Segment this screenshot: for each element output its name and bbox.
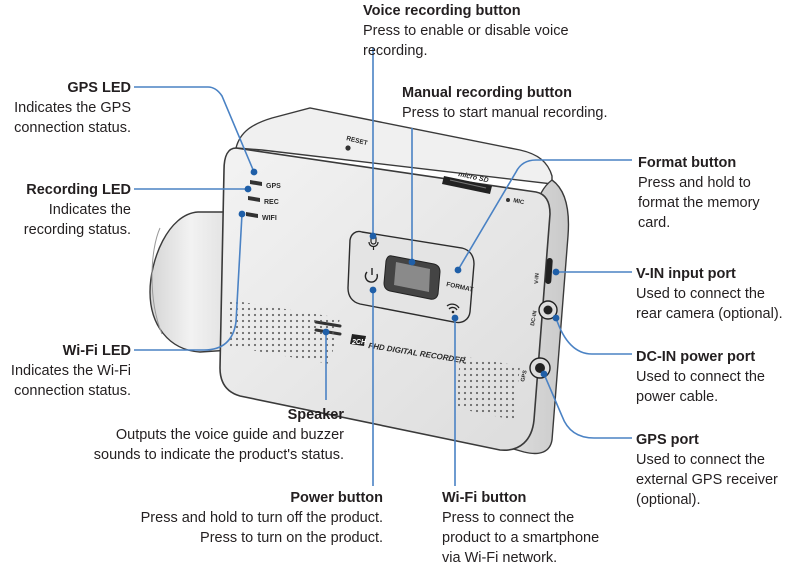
callout-title: Voice recording button (363, 3, 521, 19)
brand-badge-text: 2CH (351, 339, 367, 346)
gps-port-text: GPS (520, 369, 529, 382)
callout-dcin-port: DC-IN power port Used to connect the pow… (636, 347, 792, 407)
sd-card-slot[interactable] (442, 176, 492, 194)
reset-hole[interactable] (345, 145, 351, 151)
led-label-rec: REC (264, 199, 279, 206)
lens-mount (149, 211, 233, 353)
callout-desc: Press to connect the product to a smartp… (442, 510, 600, 566)
callout-wifi-button: Wi-Fi button Press to connect the produc… (442, 488, 632, 568)
power-icon[interactable] (364, 268, 379, 283)
callout-title: Format button (638, 155, 737, 171)
leader-format (457, 159, 632, 271)
callout-desc: Outputs the voice guide and buzzer sound… (93, 427, 344, 463)
callout-desc: Press to enable or disable voice recordi… (363, 23, 569, 59)
leader-dots (238, 168, 560, 378)
callout-format-button: Format button Press and hold to format t… (638, 153, 788, 233)
callout-desc: Press and hold to turn off the product. … (140, 510, 383, 546)
wifi-icon[interactable] (446, 303, 460, 314)
speaker-grille (228, 300, 340, 364)
dcin-port-text: DC-IN (530, 310, 539, 326)
callout-desc: Indicates the recording status. (23, 202, 131, 238)
callout-gps-led: GPS LED Indicates the GPS connection sta… (0, 78, 131, 138)
callout-title: GPS LED (67, 80, 131, 96)
rec-led (248, 196, 260, 202)
mic-text: MIC (513, 198, 526, 206)
callout-power-button: Power button Press and hold to turn off … (100, 488, 383, 548)
callout-gps-port: GPS port Used to connect the external GP… (636, 430, 792, 510)
vin-port[interactable] (545, 258, 553, 284)
callout-desc: Indicates the GPS connection status. (14, 100, 131, 136)
dot-manual (408, 258, 416, 266)
mic-hole (506, 198, 510, 202)
led-indicators: GPS REC WIFI (246, 180, 281, 222)
callout-speaker: Speaker Outputs the voice guide and buzz… (60, 405, 344, 465)
dot-speaker (322, 328, 330, 336)
dot-dcin (552, 314, 560, 322)
dot-power (369, 286, 377, 294)
callout-title: Wi-Fi LED (62, 343, 131, 359)
callout-wifi-led: Wi-Fi LED Indicates the Wi-Fi connection… (0, 341, 131, 401)
callout-desc: Used to connect the power cable. (636, 369, 765, 405)
callout-desc: Used to connect the external GPS receive… (636, 452, 778, 508)
speaker-grille-right (456, 356, 520, 420)
dot-vin (552, 268, 560, 276)
dot-rec-led (244, 185, 252, 193)
callout-title: GPS port (636, 432, 699, 448)
led-label-gps: GPS (266, 183, 281, 190)
dot-gps-led (250, 168, 258, 176)
callout-title: DC-IN power port (636, 349, 756, 365)
leader-wifi-led (134, 213, 243, 351)
callout-title: Speaker (287, 407, 344, 423)
dot-gps-port (540, 370, 548, 378)
dot-voice (369, 232, 377, 240)
manual-record-button[interactable] (383, 255, 441, 300)
callout-desc: Press to start manual recording. (402, 105, 608, 121)
control-panel: FORMAT (347, 230, 475, 324)
callout-title: V-IN input port (636, 266, 736, 282)
callout-desc: Used to connect the rear camera (optiona… (636, 286, 783, 322)
callout-title: Power button (290, 490, 383, 506)
device-top-face (235, 107, 553, 185)
callout-title: Manual recording button (402, 85, 572, 101)
dot-format (454, 266, 462, 274)
callout-recording-led: Recording LED Indicates the recording st… (0, 180, 131, 240)
leader-gps-port (543, 373, 632, 439)
callout-desc: Press and hold to format the memory card… (638, 175, 760, 231)
leader-gps-led (134, 86, 255, 173)
callout-title: Recording LED (26, 182, 131, 198)
dot-wifi-led (238, 210, 246, 218)
callout-vin-port: V-IN input port Used to connect the rear… (636, 264, 792, 324)
callout-manual-button: Manual recording button Press to start m… (402, 83, 642, 123)
vin-port-text: V-IN (534, 273, 541, 284)
gps-led (250, 180, 262, 186)
dcin-port[interactable] (538, 300, 558, 320)
callout-title: Wi-Fi button (442, 490, 527, 506)
callout-voice-button: Voice recording button Press to enable o… (363, 1, 623, 61)
leader-dcin (555, 317, 632, 355)
led-label-wifi: WIFI (262, 215, 277, 222)
callout-desc: Indicates the Wi-Fi connection status. (10, 363, 131, 399)
leader-lines (134, 48, 632, 486)
dot-wifi-btn (451, 314, 459, 322)
wifi-led (246, 212, 258, 218)
